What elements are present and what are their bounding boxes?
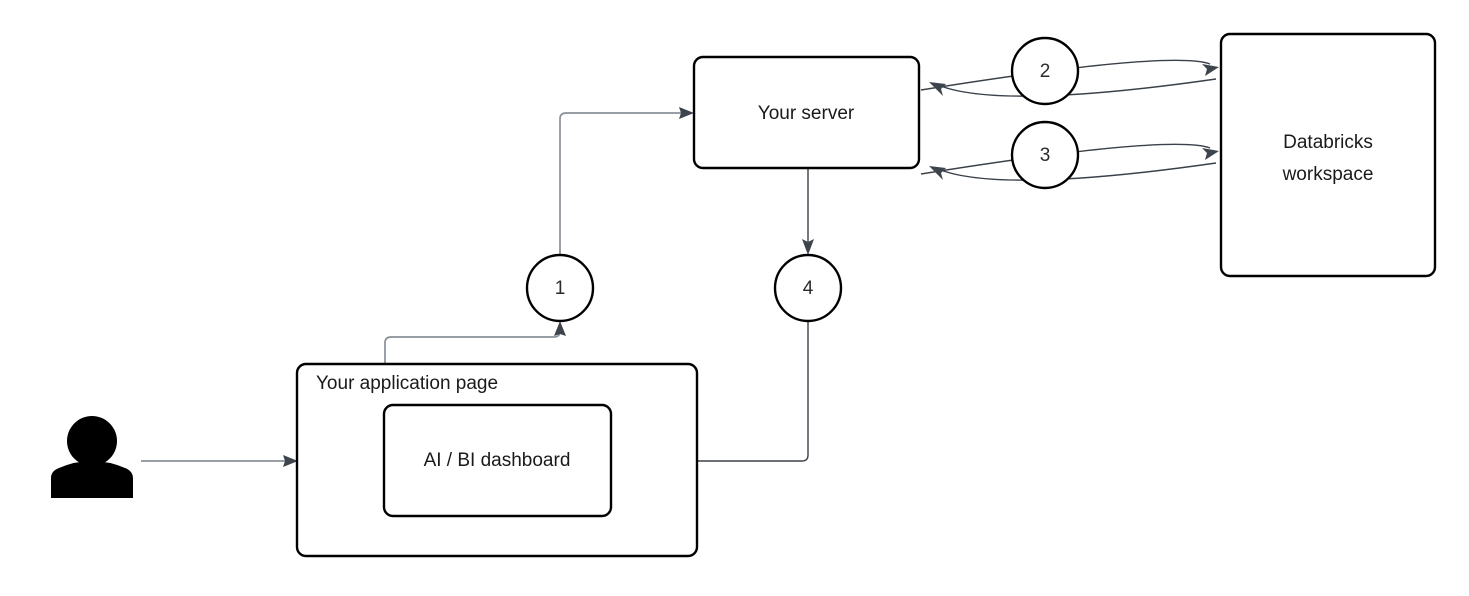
dashboard-box[interactable] bbox=[382, 403, 613, 518]
arrowhead-icon bbox=[929, 166, 946, 180]
server-box[interactable] bbox=[692, 55, 921, 170]
marker-3-circle[interactable] bbox=[1010, 120, 1080, 190]
edge-line bbox=[384, 330, 561, 364]
server-label: Your server bbox=[758, 103, 855, 124]
arrowhead-icon bbox=[283, 455, 298, 467]
edge-marker-1-to-server bbox=[559, 107, 694, 255]
workspace-label-line2: workspace bbox=[1282, 164, 1374, 185]
marker-4[interactable]: 4 bbox=[773, 253, 843, 323]
marker-4-circle[interactable] bbox=[773, 253, 843, 323]
workspace-box[interactable] bbox=[1219, 32, 1437, 278]
marker-2-label: 2 bbox=[1040, 61, 1051, 82]
marker-3-label: 3 bbox=[1040, 145, 1051, 166]
marker-3[interactable]: 3 bbox=[1010, 120, 1080, 190]
marker-2[interactable]: 2 bbox=[1010, 36, 1080, 106]
edge-app-page-to-marker-1 bbox=[384, 321, 566, 364]
arrowhead-icon bbox=[802, 239, 814, 255]
node-ai-bi-dashboard[interactable]: AI / BI dashboard bbox=[382, 403, 613, 518]
dashboard-label: AI / BI dashboard bbox=[424, 450, 571, 471]
person-icon bbox=[51, 416, 133, 498]
edge-line-forward bbox=[920, 143, 1211, 175]
workspace-label-line1: Databricks bbox=[1283, 132, 1373, 153]
edge-line bbox=[559, 112, 686, 255]
marker-4-label: 4 bbox=[803, 278, 814, 299]
arrowhead-icon bbox=[1202, 64, 1219, 76]
person-body-icon bbox=[51, 461, 133, 498]
edge-line-forward bbox=[920, 59, 1211, 91]
person-head-icon bbox=[67, 416, 117, 466]
edge-user-to-app-page bbox=[141, 455, 298, 467]
marker-1-circle[interactable] bbox=[525, 253, 595, 323]
arrowhead-icon bbox=[679, 107, 694, 119]
node-databricks-workspace[interactable]: Databricks workspace bbox=[1219, 32, 1437, 278]
arrowhead-icon bbox=[1202, 148, 1219, 160]
app-page-label: Your application page bbox=[316, 373, 498, 394]
edge-line bbox=[621, 321, 809, 462]
node-your-server[interactable]: Your server bbox=[692, 55, 921, 170]
arrowhead-icon bbox=[554, 321, 566, 336]
arrowhead-icon bbox=[929, 82, 946, 96]
marker-2-circle[interactable] bbox=[1010, 36, 1080, 106]
marker-1-label: 1 bbox=[555, 278, 566, 299]
marker-1[interactable]: 1 bbox=[525, 253, 595, 323]
edge-server-to-marker-4 bbox=[802, 169, 814, 255]
